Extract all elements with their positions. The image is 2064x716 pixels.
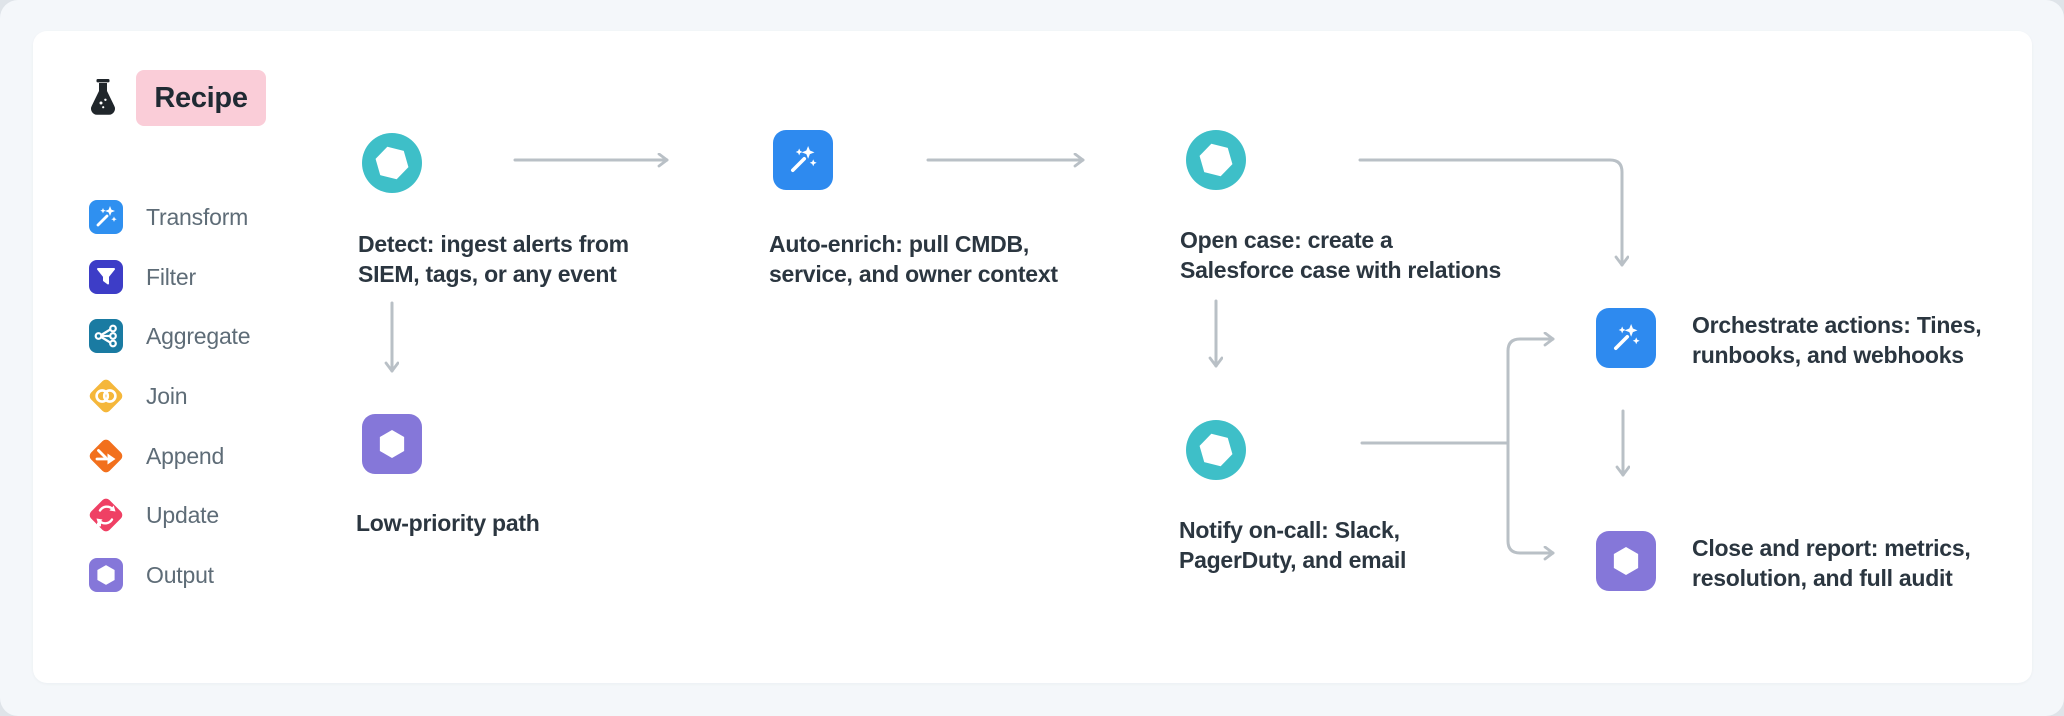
sidebar-item-join[interactable]: Join bbox=[86, 376, 188, 416]
node-detect-icon[interactable] bbox=[362, 133, 422, 193]
node-notify-icon[interactable] bbox=[1186, 420, 1246, 480]
sidebar-item-label: Transform bbox=[146, 203, 249, 230]
node-auto-enrich-icon[interactable] bbox=[773, 130, 833, 190]
node-detect-label: Detect: ingest alerts from SIEM, tags, o… bbox=[358, 231, 629, 287]
sidebar-item-label: Aggregate bbox=[146, 322, 251, 349]
sidebar-item-label: Append bbox=[146, 442, 225, 469]
sidebar-item-label: Output bbox=[146, 561, 214, 588]
node-close-report-label: Close and report: metrics, resolution, a… bbox=[1692, 535, 1971, 591]
sidebar-item-label: Join bbox=[146, 382, 188, 409]
refresh-icon bbox=[89, 498, 123, 532]
sidebar-item-append[interactable]: Append bbox=[86, 436, 224, 476]
sidebar-item-label: Filter bbox=[146, 263, 196, 290]
node-low-priority-icon[interactable] bbox=[362, 414, 422, 474]
sidebar-item-filter[interactable]: Filter bbox=[86, 257, 196, 297]
node-open-case-icon[interactable] bbox=[1186, 130, 1246, 190]
sidebar-item-label: Update bbox=[146, 501, 219, 528]
node-auto-enrich-label: Auto-enrich: pull CMDB, service, and own… bbox=[769, 231, 1058, 287]
recipe-badge: Recipe bbox=[136, 70, 266, 126]
merge-icon bbox=[89, 319, 123, 353]
wand-icon bbox=[89, 200, 123, 234]
funnel-icon bbox=[89, 260, 123, 294]
node-notify-label: Notify on-call: Slack, PagerDuty, and em… bbox=[1179, 517, 1407, 573]
hexagon-icon bbox=[89, 558, 123, 592]
flask-icon bbox=[91, 79, 115, 115]
node-close-report-icon[interactable] bbox=[1596, 531, 1656, 591]
node-low-priority-label: Low-priority path bbox=[356, 510, 540, 536]
rings-icon bbox=[89, 379, 123, 413]
sidebar-item-update[interactable]: Update bbox=[86, 495, 219, 535]
append-arrow-icon bbox=[89, 439, 123, 473]
sidebar-item-aggregate[interactable]: Aggregate bbox=[86, 316, 251, 356]
node-orchestrate-label: Orchestrate actions: Tines, runbooks, an… bbox=[1692, 312, 1982, 368]
node-open-case-label: Open case: create a Salesforce case with… bbox=[1180, 227, 1502, 283]
sidebar-item-output[interactable]: Output bbox=[86, 555, 214, 595]
node-orchestrate-icon[interactable] bbox=[1596, 308, 1656, 368]
canvas-card bbox=[33, 31, 2032, 683]
sidebar-item-transform[interactable]: Transform bbox=[86, 197, 248, 237]
